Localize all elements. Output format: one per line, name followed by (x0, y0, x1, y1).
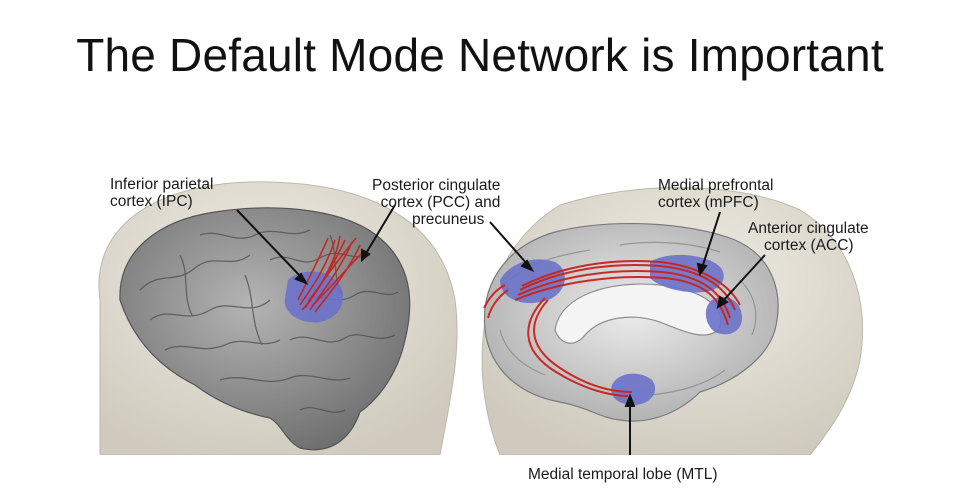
mpfc-region (650, 254, 724, 293)
mpfc-label: Medial prefrontal cortex (mPFC) (658, 177, 773, 211)
ipc-label-line2: cortex (IPC) (110, 193, 193, 210)
pcc-label: Posterior cingulate cortex (PCC) and pre… (372, 177, 500, 228)
slide-title: The Default Mode Network is Important (76, 29, 884, 81)
acc-label-line1: Anterior cingulate (748, 220, 869, 237)
pcc-label-line1: Posterior cingulate (372, 177, 501, 194)
mpfc-label-line2: cortex (mPFC) (658, 194, 759, 211)
pcc-label-line2: cortex (PCC) and (380, 194, 501, 211)
acc-label-line2: cortex (ACC) (764, 237, 854, 254)
lateral-fiber-bundle (297, 235, 366, 313)
corpus-callosum (554, 283, 722, 344)
annotation-arrows (236, 204, 766, 455)
ipc-label: Inferior parietal cortex (IPC) (110, 176, 213, 210)
mpfc-label-line1: Medial prefrontal (658, 177, 774, 194)
ipc-region (284, 271, 344, 323)
cingulum-fiber-tracts (483, 260, 741, 397)
mtl-region (611, 373, 656, 405)
acc-label: Anterior cingulate cortex (ACC) (748, 220, 869, 254)
medial-brain-view (483, 223, 779, 422)
pcc-label-line3: precuneus (411, 211, 485, 228)
lateral-brain-view (119, 207, 411, 451)
ipc-label-line1: Inferior parietal (110, 176, 214, 193)
mtl-label: Medial temporal lobe (MTL) (528, 466, 718, 483)
